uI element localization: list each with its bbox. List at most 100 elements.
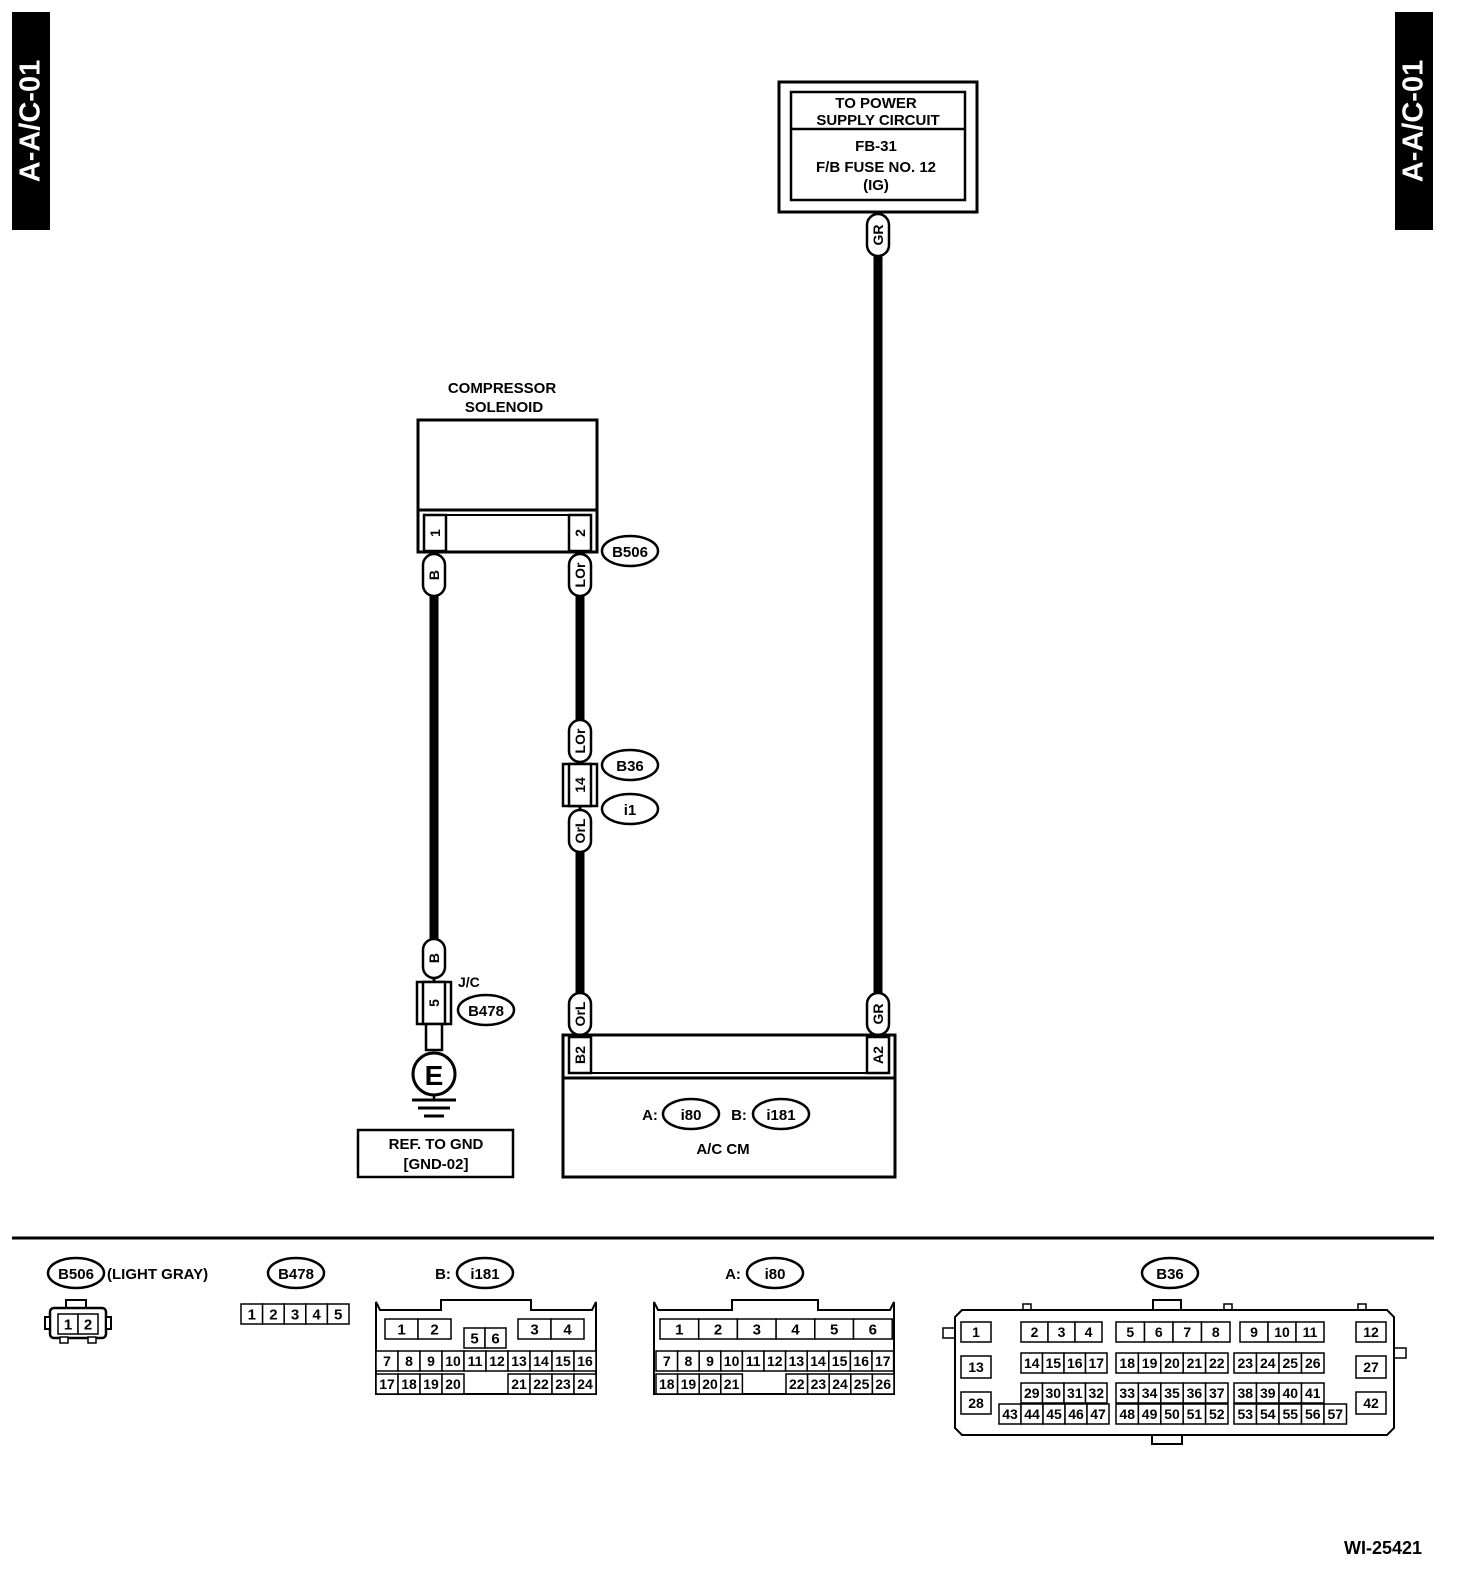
pin-label: 17 [1088,1355,1104,1371]
pin-cell [852,1318,893,1340]
pin-label: 10 [445,1353,461,1369]
svg-text:GR: GR [870,1004,886,1025]
pin-label: 16 [1067,1355,1083,1371]
pin-label: 3 [530,1321,538,1338]
pin-label: 15 [1045,1355,1061,1371]
pin-label: 53 [1237,1406,1253,1422]
pin-label: 24 [577,1376,593,1392]
svg-text:GR: GR [870,225,886,246]
pin-label: 50 [1164,1406,1180,1422]
pin-label: 38 [1237,1385,1253,1401]
pin-cell [871,1350,895,1372]
wire-label-b-top: B [421,552,447,598]
pin-cell [1200,1321,1231,1343]
ground-e-label: E [425,1060,444,1091]
pin-label: 9 [1250,1324,1258,1340]
pin-label: 3 [291,1306,299,1323]
svg-text:LOr: LOr [572,562,588,587]
power-supply-box: TO POWER SUPPLY CIRCUIT FB-31 F/B FUSE N… [777,80,979,214]
pin-label: 37 [1209,1385,1225,1401]
svg-text:LOr: LOr [572,728,588,753]
pin-label: 12 [1363,1324,1379,1340]
ac-cm-label: A/C CM [696,1141,749,1158]
pin-label: 17 [379,1376,395,1392]
connector-tag-b36: B36 [600,748,660,782]
svg-text:OrL: OrL [572,818,588,843]
wire-label-gr-top: GR [865,212,891,258]
pin-cell [1355,1355,1387,1379]
compressor-label-1: COMPRESSOR [448,380,557,397]
pin-cell [1084,1352,1108,1374]
power-supply-fuse-id: FB-31 [855,138,897,155]
pin-label: 34 [1142,1385,1158,1401]
pin-label: 6 [491,1330,499,1347]
svg-text:B36: B36 [1156,1266,1184,1283]
compressor-solenoid: COMPRESSOR SOLENOID 1 2 [416,380,599,554]
svg-text:i80: i80 [681,1107,702,1124]
pin-label: 47 [1090,1406,1106,1422]
pin-cell [1355,1391,1387,1415]
pin-label: 6 [869,1321,877,1338]
pin-label: 41 [1305,1385,1321,1401]
pin-label: 4 [312,1306,321,1323]
pin-label: 42 [1363,1395,1379,1411]
ground-pin-5: 5 [426,999,442,1007]
pin-label: 56 [1305,1406,1321,1422]
svg-text:B: B [426,570,442,580]
pin-label: 21 [1187,1355,1203,1371]
jc-label: J/C [458,974,480,990]
wire-label-b-ground: B [421,937,447,980]
pin-label: 7 [1183,1324,1191,1340]
pin-cell [871,1373,895,1395]
pin-cell [77,1313,99,1335]
joint-connector-b36: 14 [561,762,599,808]
pin-label: 15 [555,1353,571,1369]
pin-label: 21 [511,1376,527,1392]
power-supply-title-2: SUPPLY CIRCUIT [816,112,939,129]
pin-label: 30 [1045,1385,1061,1401]
pin-cell [1204,1403,1229,1425]
pin-label: 13 [789,1353,805,1369]
pin-label: 23 [555,1376,571,1392]
pin-label: 26 [875,1376,891,1392]
pin-label: 55 [1282,1406,1298,1422]
connector-tag-b478: B478 [456,993,516,1027]
pin-cell [441,1373,465,1395]
pin-label: 15 [832,1353,848,1369]
pin-label: 43 [1002,1406,1018,1422]
pin-cell [1300,1382,1325,1404]
pin-cell [1074,1321,1103,1343]
pin-label: 49 [1142,1406,1158,1422]
pin-label: 23 [811,1376,827,1392]
pin-label: 10 [1274,1324,1290,1340]
pin-label: 48 [1119,1406,1135,1422]
pin-label: 5 [470,1330,478,1347]
pin-label: 5 [1126,1324,1134,1340]
svg-text:B:: B: [435,1266,451,1283]
pin-cell [550,1318,585,1340]
pin-label: 9 [427,1353,435,1369]
pin-label: 45 [1046,1406,1062,1422]
pin-cell [326,1303,350,1325]
wire-label-orl-joint: OrL [567,808,593,854]
pin-label: 40 [1282,1385,1298,1401]
pin-label: 14 [533,1353,549,1369]
pin-label: 16 [853,1353,869,1369]
pin-label: 32 [1088,1385,1104,1401]
pin-label: 31 [1067,1385,1083,1401]
pin-cell [484,1327,507,1349]
pin-label: 3 [753,1321,761,1338]
compressor-pin-2: 2 [572,529,588,537]
svg-text:i80: i80 [765,1266,786,1283]
pin-label: 35 [1164,1385,1180,1401]
svg-text:B478: B478 [278,1266,314,1283]
pin-label: 18 [401,1376,417,1392]
pin-label: 22 [1209,1355,1225,1371]
svg-text:B506: B506 [58,1266,94,1283]
pin-label: 13 [511,1353,527,1369]
svg-text:B: B [426,953,442,963]
pin-label: 36 [1187,1385,1203,1401]
pin-label: 46 [1068,1406,1084,1422]
pin-label: 2 [714,1321,722,1338]
